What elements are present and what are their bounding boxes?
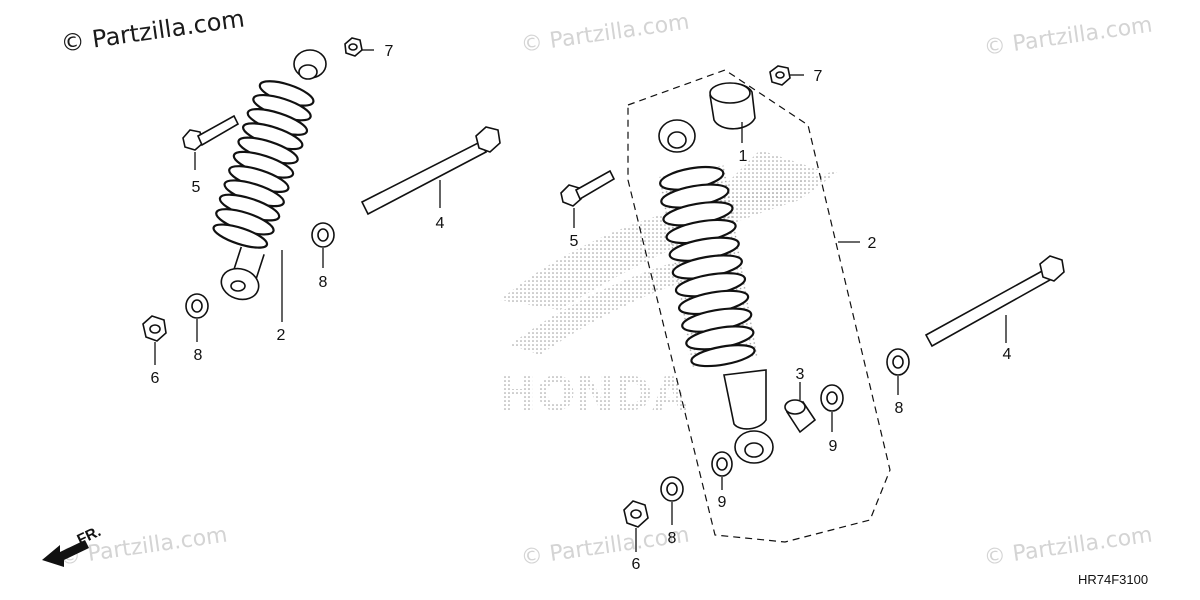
- callout-left-5: 5: [192, 179, 201, 196]
- left-shock-assembly: 7 5 4 8 2 8 6: [142, 37, 501, 387]
- watermark-top-right: © Partzilla.com: [982, 13, 1154, 61]
- left-bolt-5: [182, 114, 240, 151]
- callout-left-7: 7: [385, 43, 394, 60]
- callout-right-6: 6: [632, 556, 641, 573]
- right-washer-8-bottom: [660, 476, 684, 502]
- right-collar-3: [784, 399, 817, 434]
- honda-logo-text: HONDA: [498, 367, 688, 421]
- right-washer-9-lower: [711, 451, 733, 477]
- callout-right-9-lower: 9: [718, 494, 727, 511]
- watermark-bottom-right: © Partzilla.com: [982, 523, 1154, 571]
- right-long-bolt-4: [924, 255, 1065, 348]
- right-bushing-1: [709, 82, 756, 130]
- callout-right-7: 7: [814, 68, 823, 85]
- watermark-bottom-center: © Partzilla.com: [519, 523, 691, 571]
- callout-right-3: 3: [796, 366, 805, 383]
- right-shock-absorber: [657, 119, 774, 464]
- callout-left-2: 2: [277, 327, 286, 344]
- drawing-code: HR74F3100: [1078, 572, 1148, 587]
- callout-right-8-right: 8: [895, 400, 904, 417]
- callout-right-9-upper: 9: [829, 438, 838, 455]
- callout-left-6: 6: [151, 370, 160, 387]
- right-washer-8-right: [886, 348, 910, 376]
- right-washer-9-upper: [820, 384, 844, 412]
- left-nut-7: [344, 37, 363, 57]
- right-bolt-5: [560, 169, 616, 207]
- callout-right-1: 1: [739, 148, 748, 165]
- callout-right-5: 5: [570, 233, 579, 250]
- callout-right-8-bottom: 8: [668, 530, 677, 547]
- right-shock-assembly: 7 1 5 2 4 3 9 8 9 8 6: [560, 65, 1065, 573]
- left-washer-8-upper: [311, 222, 335, 248]
- callout-right-4: 4: [1003, 346, 1012, 363]
- assembly-boundary: [627, 69, 891, 543]
- left-shock-absorber: [208, 49, 327, 301]
- left-washer-8-lower: [185, 293, 209, 319]
- callout-left-4: 4: [436, 215, 445, 232]
- callout-left-8-lower: 8: [194, 347, 203, 364]
- watermark-main: © Partzilla.com: [59, 4, 246, 58]
- callout-left-8-upper: 8: [319, 274, 328, 291]
- right-nut-6: [623, 500, 649, 528]
- left-nut-6: [142, 315, 167, 342]
- watermark-top-center: © Partzilla.com: [519, 10, 691, 58]
- right-nut-7: [769, 65, 791, 86]
- left-long-bolt-4: [360, 126, 501, 216]
- callout-right-2: 2: [868, 235, 877, 252]
